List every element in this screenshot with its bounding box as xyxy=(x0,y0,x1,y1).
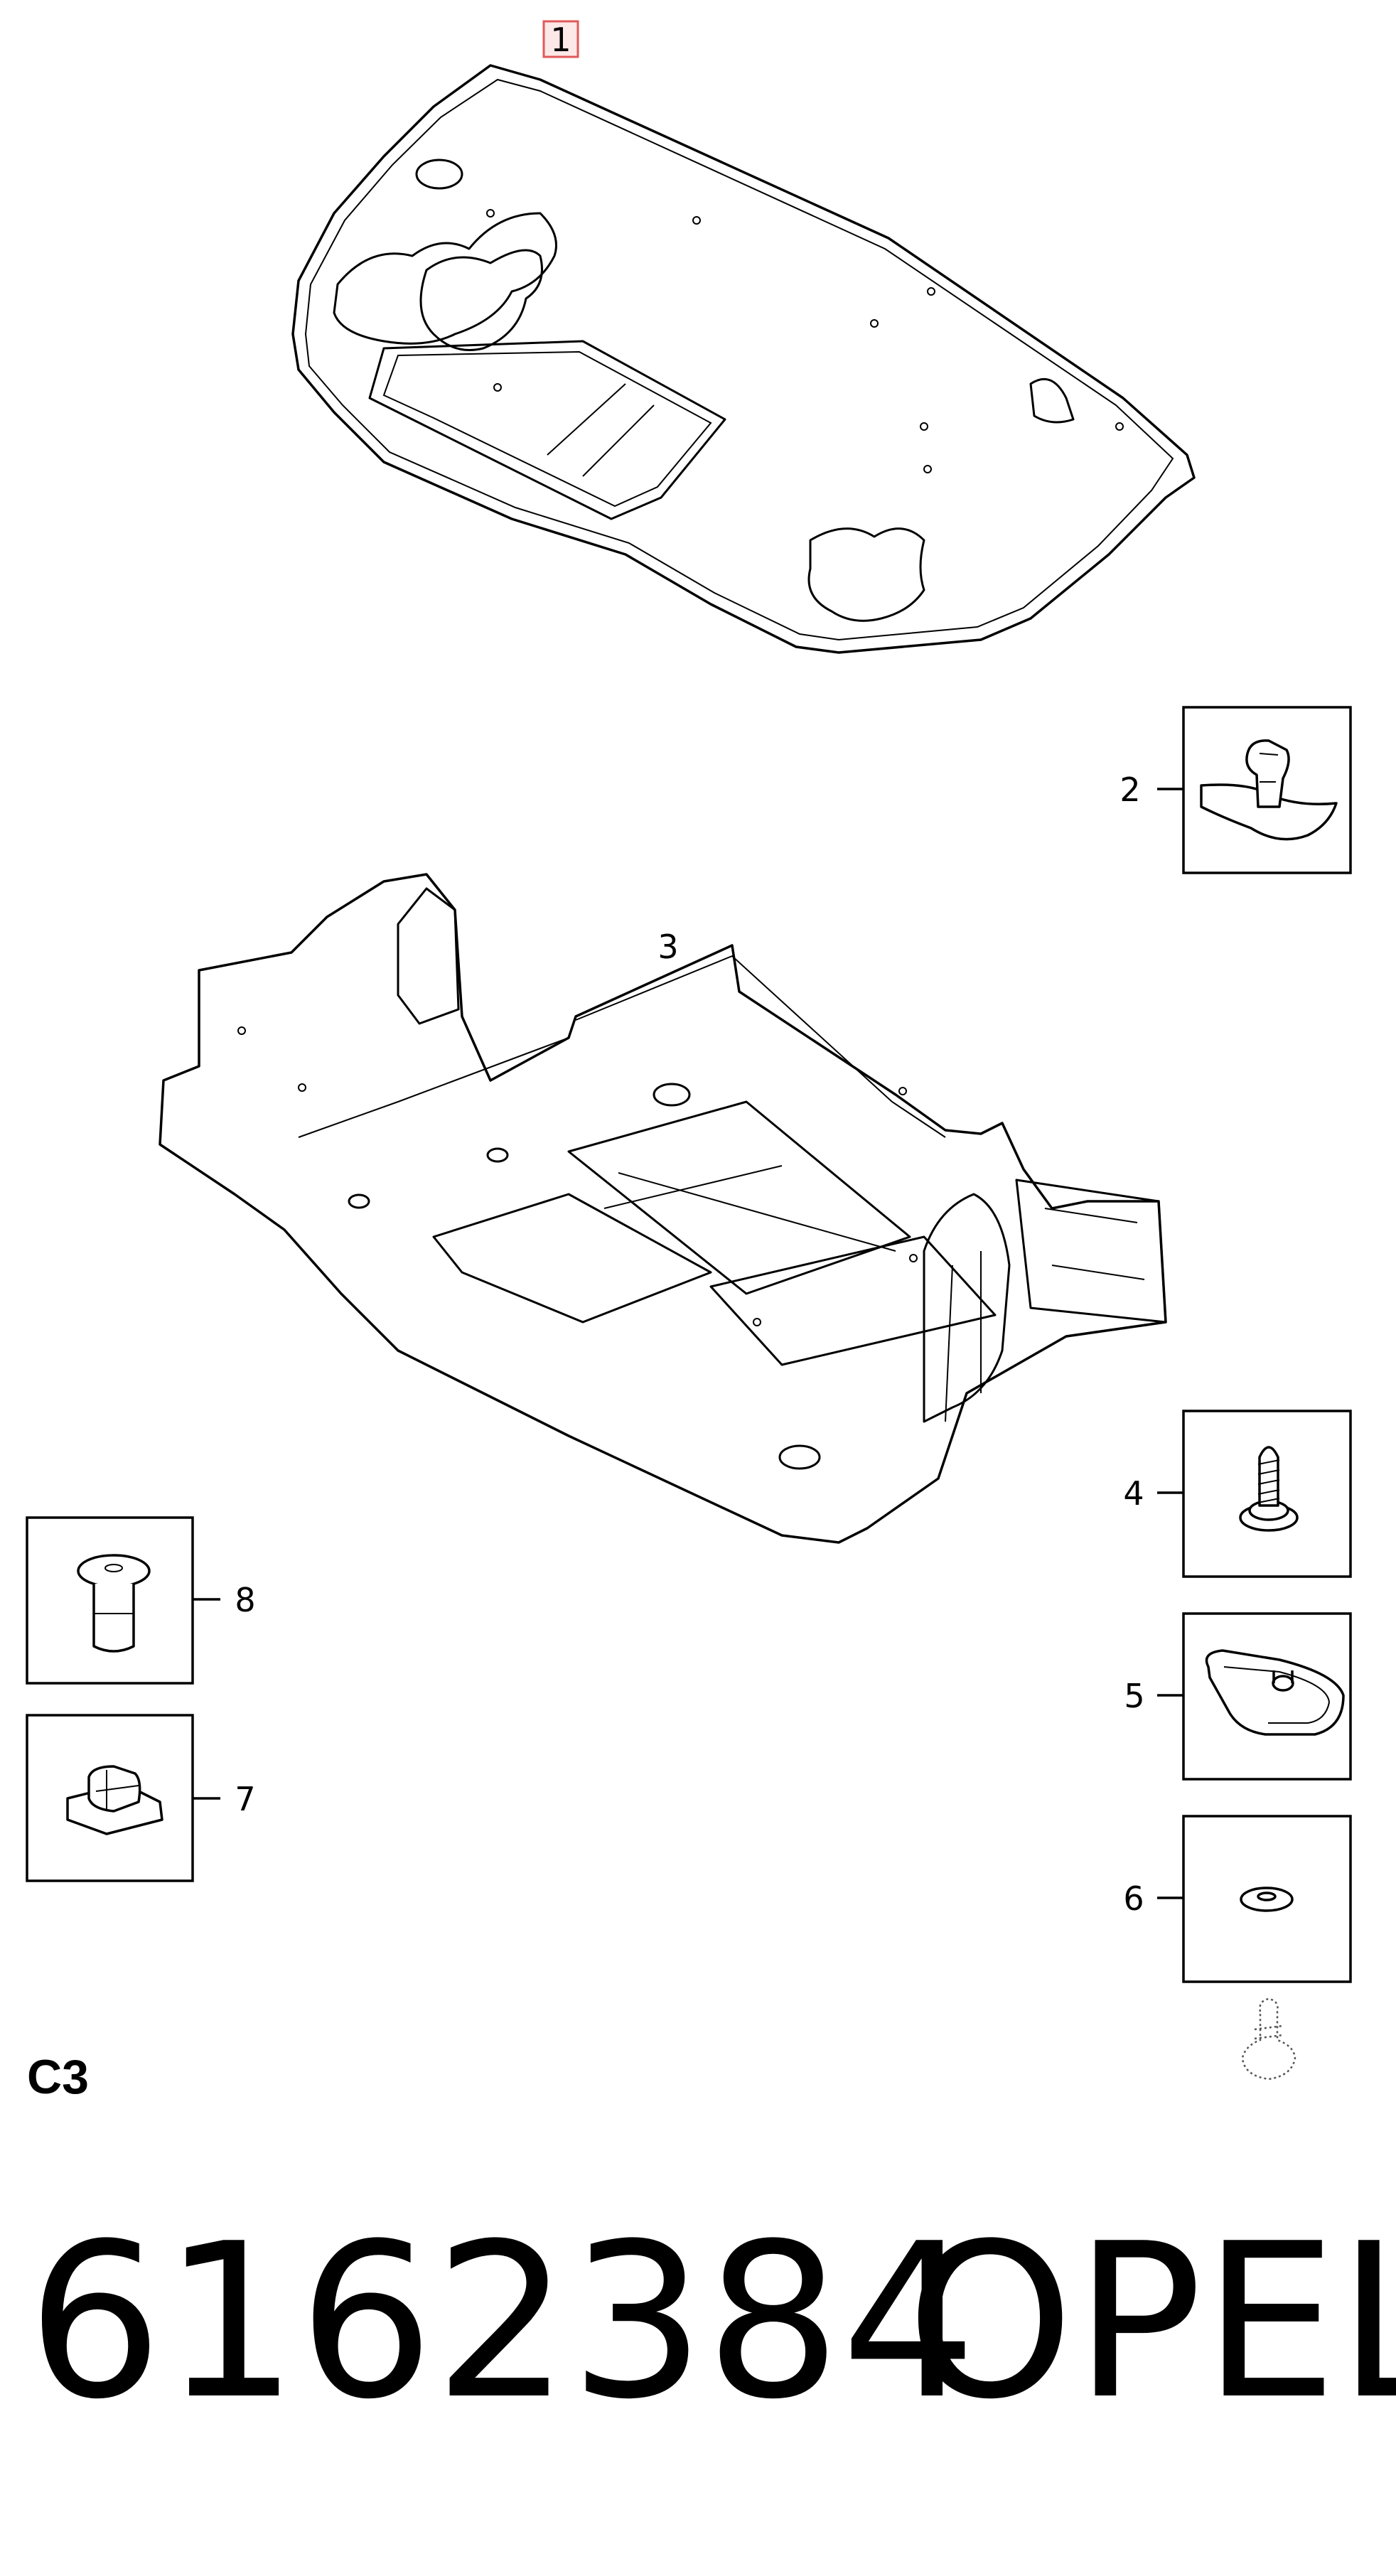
part-7-clip-icon xyxy=(66,1765,163,1835)
part-number: 6162384 xyxy=(27,2198,977,2446)
section-code: C3 xyxy=(27,2050,89,2104)
callout-5-label[interactable]: 5 xyxy=(1124,1677,1144,1715)
callout-7-label[interactable]: 7 xyxy=(235,1780,255,1818)
callout-6-label[interactable]: 6 xyxy=(1123,1879,1144,1918)
callout-1-label: 1 xyxy=(550,21,571,59)
callout-3-label[interactable]: 3 xyxy=(657,928,678,966)
brand-name: OPEL xyxy=(906,2198,1396,2446)
part-5-clip-nut-icon xyxy=(1205,1649,1345,1736)
mating-stud-dotted-icon xyxy=(1241,1997,1296,2081)
part-3-floor-insulator xyxy=(159,873,1167,1544)
callout-1[interactable]: 1 xyxy=(542,20,579,59)
callout-4-label[interactable]: 4 xyxy=(1123,1474,1144,1513)
part-2-clip-icon xyxy=(1200,739,1338,841)
callout-8-label[interactable]: 8 xyxy=(235,1581,255,1619)
part-1-hood-insulator xyxy=(291,64,1196,654)
part-4-screw-icon xyxy=(1239,1446,1299,1532)
part-6-washer-icon xyxy=(1240,1887,1294,1912)
callout-2-label[interactable]: 2 xyxy=(1120,771,1140,809)
callout-1-highlight-box xyxy=(542,20,579,58)
part-8-push-pin-icon xyxy=(77,1554,151,1653)
